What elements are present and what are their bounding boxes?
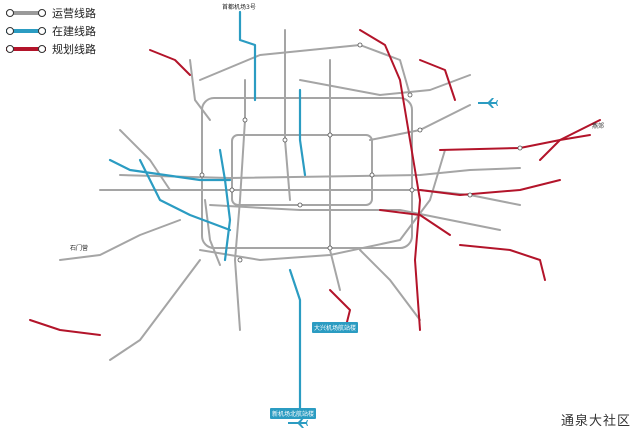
line-16 xyxy=(119,129,171,191)
new-airport-line xyxy=(288,268,302,412)
planned-mid xyxy=(379,209,451,236)
line-17-core xyxy=(298,88,307,177)
west-construction xyxy=(138,158,232,232)
line-13 xyxy=(199,44,411,96)
south-tag: 大兴机场航站楼 xyxy=(312,322,359,333)
legend-item-planned: 规划线路 xyxy=(4,40,96,58)
planned-line-east-ns xyxy=(359,29,421,331)
airport-icon-south xyxy=(288,418,308,428)
line-7 xyxy=(209,204,501,231)
legend-swatch-operating xyxy=(4,8,48,18)
loop-line-10 xyxy=(201,97,413,249)
yizhuang-line xyxy=(359,249,421,321)
operating-lines xyxy=(59,29,521,361)
line-19 xyxy=(218,148,232,262)
planned-east-1 xyxy=(419,179,561,196)
line-s1 xyxy=(59,219,181,261)
line-15 xyxy=(299,74,471,96)
south-terminal-tag: 新机场北航站楼 xyxy=(270,408,317,419)
planned-nw xyxy=(149,49,191,76)
planned-ne xyxy=(419,59,456,101)
station-label-east: 燕郊 xyxy=(592,122,604,130)
airport-express xyxy=(369,104,471,141)
legend-label-construction: 在建线路 xyxy=(52,25,96,38)
watermark: 通泉大社区 xyxy=(560,414,631,429)
loop-line-2 xyxy=(231,134,373,206)
line-17-north xyxy=(238,10,257,102)
planned-lines xyxy=(29,29,601,336)
station-label-west: 石门营 xyxy=(70,244,88,252)
map-legend: 运营线路 在建线路 规划线路 xyxy=(4,4,96,58)
legend-swatch-planned xyxy=(4,44,48,54)
south-terminal-label: 新机场北航站楼 xyxy=(272,411,315,418)
south-tag-label: 大兴机场航站楼 xyxy=(314,325,357,332)
line-8 xyxy=(284,29,291,201)
construction-lines xyxy=(108,10,307,412)
changping-line xyxy=(189,59,211,121)
line-16-west xyxy=(108,158,232,182)
planned-east-2 xyxy=(459,244,546,281)
legend-label-planned: 规划线路 xyxy=(52,43,96,56)
line-1 xyxy=(99,189,521,206)
line-4 xyxy=(234,79,246,331)
planned-sw xyxy=(29,319,101,336)
airport-icon xyxy=(478,98,498,108)
station-label-north: 首都机场3号 xyxy=(222,3,256,11)
station-dots xyxy=(199,42,523,263)
fangshan-line xyxy=(109,259,201,361)
planned-pinggu xyxy=(439,119,601,151)
planned-far-east xyxy=(539,134,591,161)
line-9 xyxy=(204,199,221,266)
legend-label-operating: 运营线路 xyxy=(52,7,96,20)
legend-item-operating: 运营线路 xyxy=(4,4,96,22)
legend-item-construction: 在建线路 xyxy=(4,22,96,40)
legend-swatch-construction xyxy=(4,26,48,36)
line-6 xyxy=(119,167,521,179)
